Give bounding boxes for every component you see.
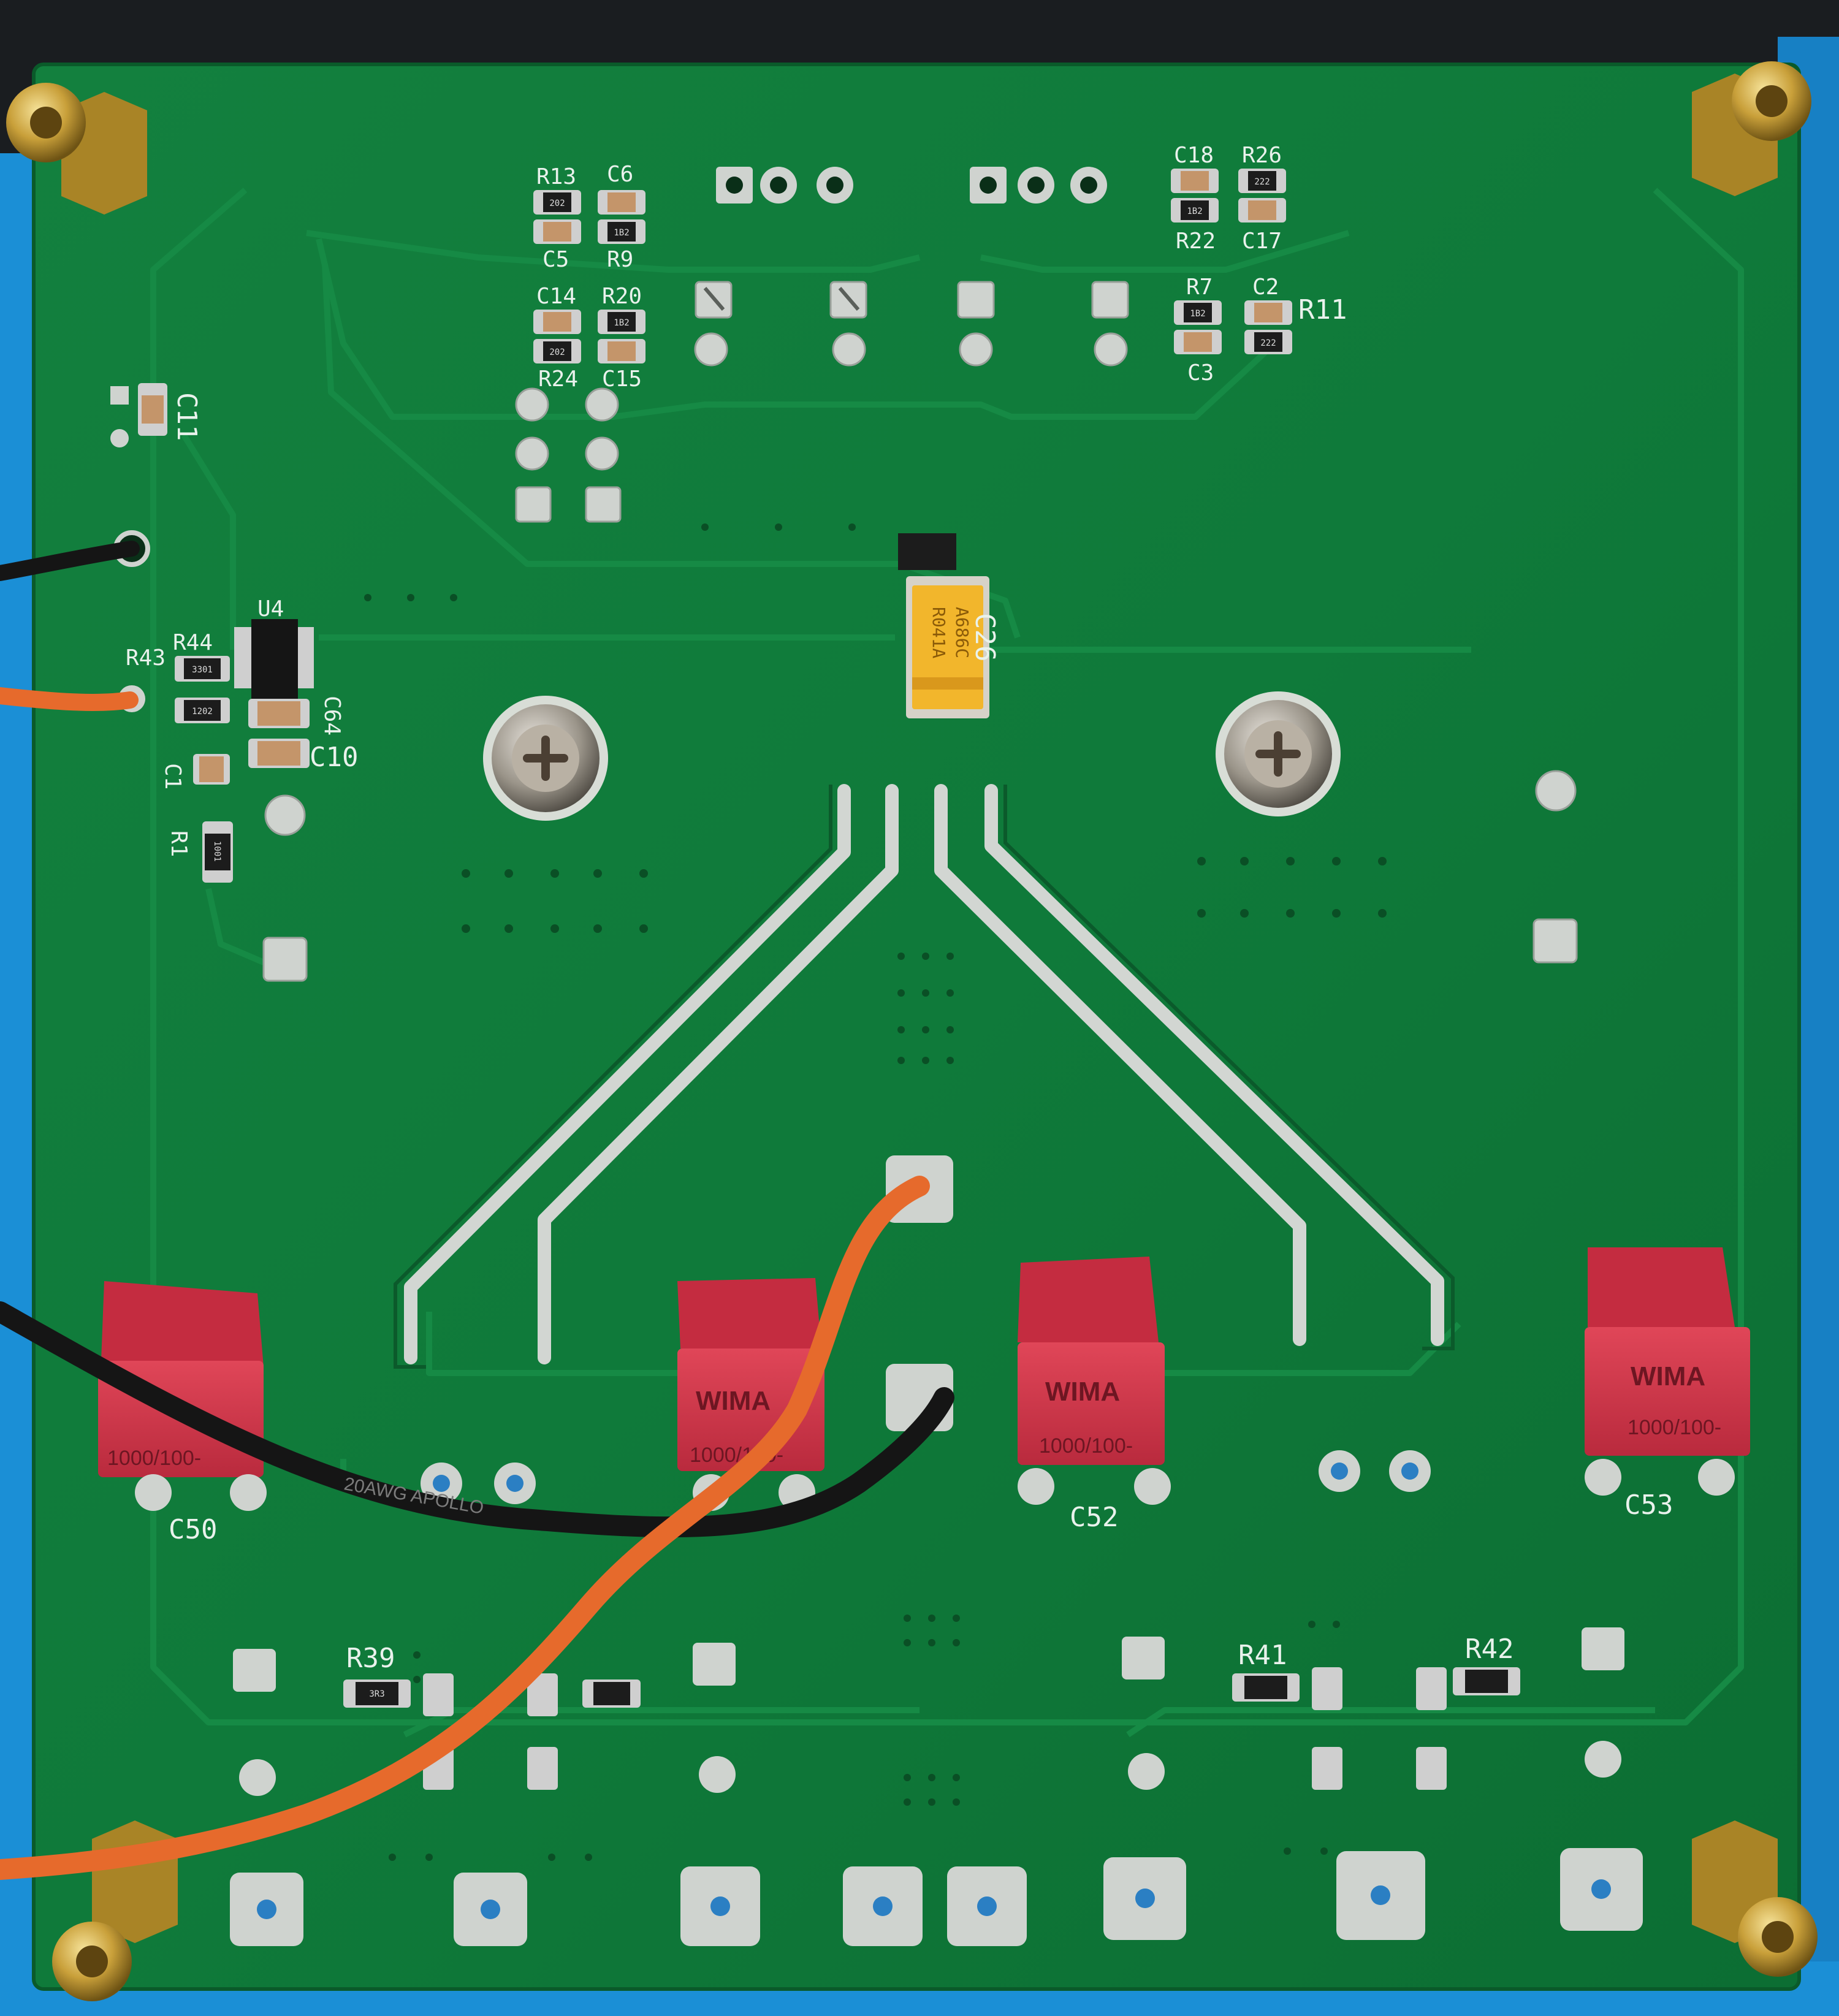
r39-code: 3R3 bbox=[369, 1689, 384, 1699]
tht-joints bbox=[262, 281, 1578, 982]
label-c52: C52 bbox=[1070, 1502, 1118, 1533]
label-c50: C50 bbox=[169, 1514, 217, 1545]
c26-tantalum-capacitor: A686C R041A C26 bbox=[898, 533, 1000, 718]
wima-c53: WIMA 1000/100- C53 bbox=[1585, 1247, 1750, 1521]
label-r44: R44 bbox=[173, 630, 213, 655]
top-pin-headers bbox=[716, 167, 1107, 204]
smd-cluster-top-left: 202 1B2 1B2 202 R13 C6 C5 R9 C14 R20 R24… bbox=[533, 162, 645, 392]
c53-value: 1000/100- bbox=[1628, 1416, 1721, 1439]
r43-code: 1202 bbox=[192, 707, 213, 717]
c53-brand: WIMA bbox=[1631, 1361, 1705, 1391]
label-r24: R24 bbox=[538, 367, 578, 392]
label-r20: R20 bbox=[602, 284, 642, 309]
label-c2: C2 bbox=[1252, 275, 1279, 300]
orange-wire-main bbox=[0, 1176, 930, 1880]
plated-holes bbox=[421, 1450, 1431, 1504]
brass-standoff-top-left bbox=[6, 83, 147, 215]
label-r13: R13 bbox=[536, 164, 576, 189]
label-c6: C6 bbox=[607, 162, 633, 187]
label-r9: R9 bbox=[607, 247, 633, 272]
black-wire-top-left bbox=[0, 541, 140, 581]
r24-code: 202 bbox=[549, 348, 565, 357]
r1-code: 1001 bbox=[212, 841, 222, 862]
label-r41: R41 bbox=[1238, 1640, 1287, 1671]
label-r42: R42 bbox=[1465, 1634, 1513, 1665]
c52-value: 1000/100- bbox=[1039, 1434, 1133, 1458]
label-c18: C18 bbox=[1174, 143, 1214, 168]
via-grid bbox=[364, 523, 1387, 1861]
c50-value: 1000/100- bbox=[107, 1447, 201, 1470]
tinned-traces bbox=[404, 784, 1444, 1364]
r7-code: 1B2 bbox=[1190, 309, 1205, 319]
label-c17: C17 bbox=[1242, 229, 1282, 254]
screw-left bbox=[483, 696, 608, 821]
c51-brand: WIMA bbox=[696, 1386, 771, 1416]
bottom-terminal-pads bbox=[230, 1848, 1643, 1946]
r11-code: 222 bbox=[1260, 338, 1276, 348]
label-c14: C14 bbox=[536, 284, 576, 309]
label-c5: C5 bbox=[543, 247, 569, 272]
label-c64: C64 bbox=[319, 696, 345, 736]
brass-standoff-top-right bbox=[1692, 61, 1811, 196]
label-c10: C10 bbox=[310, 742, 358, 773]
label-r22: R22 bbox=[1176, 229, 1216, 254]
r9-code: 1B2 bbox=[614, 228, 629, 238]
tantalum-line1: A686C bbox=[952, 607, 972, 658]
smd-cluster-top-right: 222 1B2 1B2 222 C18 R26 R22 C17 R7 C2 R1… bbox=[1171, 143, 1347, 386]
orange-wire-left bbox=[0, 687, 139, 711]
wima-c52: WIMA 1000/100- C52 bbox=[1018, 1257, 1171, 1533]
screw-right bbox=[1216, 691, 1341, 816]
label-c26: C26 bbox=[969, 613, 1000, 661]
label-r1: R1 bbox=[166, 831, 191, 857]
r20-code: 1B2 bbox=[614, 318, 629, 328]
label-r7: R7 bbox=[1186, 275, 1213, 300]
tantalum-line2: R041A bbox=[929, 607, 949, 658]
r26-code: 222 bbox=[1254, 177, 1270, 187]
label-r39: R39 bbox=[346, 1643, 395, 1674]
label-r43: R43 bbox=[126, 645, 166, 671]
r22-code: 1B2 bbox=[1187, 207, 1202, 216]
outline-traces bbox=[150, 188, 1744, 1738]
r13-code: 202 bbox=[549, 199, 565, 208]
r44-code: 3301 bbox=[192, 665, 213, 675]
brass-standoff-bottom-right bbox=[1692, 1820, 1818, 1977]
pcb-board bbox=[34, 64, 1799, 1989]
label-u4: U4 bbox=[257, 596, 284, 622]
label-c3: C3 bbox=[1187, 360, 1214, 386]
label-c53: C53 bbox=[1624, 1489, 1673, 1521]
c11-part: C11 bbox=[110, 383, 202, 447]
label-r11: R11 bbox=[1298, 294, 1347, 325]
label-c11: C11 bbox=[171, 392, 202, 441]
label-r26: R26 bbox=[1242, 143, 1282, 168]
label-c1: C1 bbox=[160, 763, 185, 789]
label-c15: C15 bbox=[602, 367, 642, 392]
c52-brand: WIMA bbox=[1045, 1377, 1120, 1407]
